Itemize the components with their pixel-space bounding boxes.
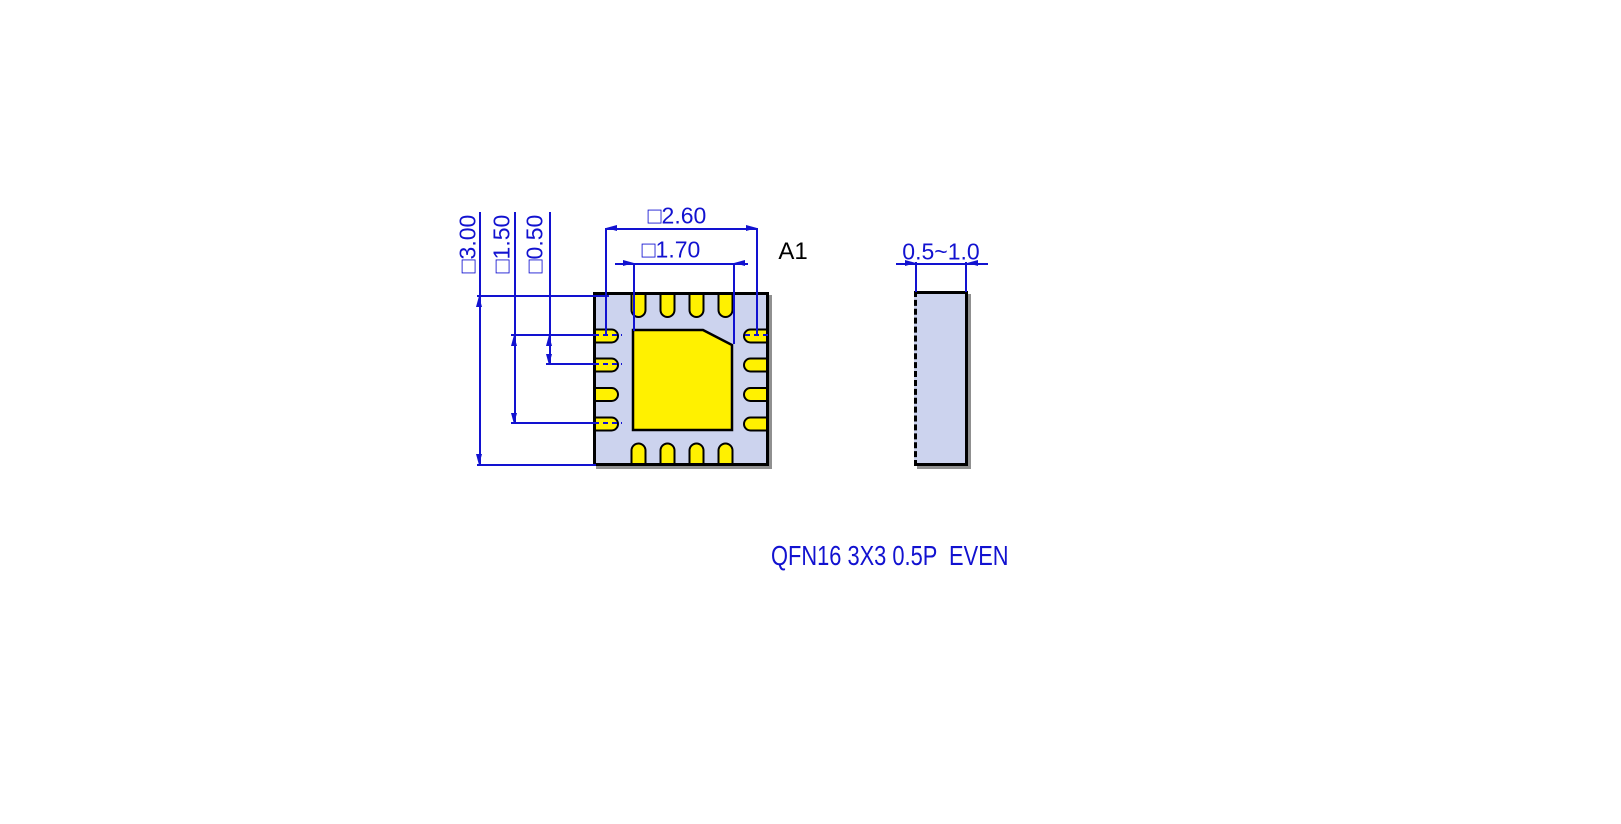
pad-left-4 bbox=[596, 416, 619, 432]
perimeter-pads bbox=[596, 295, 766, 463]
ext-line-thickness-right bbox=[965, 262, 967, 292]
ext-line-2-60-left bbox=[605, 228, 607, 336]
pad-top-1 bbox=[630, 295, 647, 318]
arrow-0-50-bottom bbox=[546, 354, 552, 365]
pad-bottom-1 bbox=[630, 442, 647, 463]
leader-pad-row4 bbox=[511, 422, 594, 424]
arrow-2-60-left bbox=[606, 225, 617, 231]
arrow-1-70-right bbox=[734, 260, 745, 266]
exposed-pad bbox=[631, 328, 734, 432]
dim-label-pad-pitch: □0.50 bbox=[521, 214, 548, 274]
pin1-label: A1 bbox=[778, 238, 808, 265]
dim-label-body-size: □3.00 bbox=[454, 214, 481, 274]
leader-body-top bbox=[477, 295, 609, 297]
pad-centerline-left-4 bbox=[594, 422, 622, 424]
pad-top-4 bbox=[717, 295, 734, 318]
pad-top-3 bbox=[688, 295, 705, 318]
arrow-1-50-bottom bbox=[511, 413, 517, 424]
arrow-1-70-left bbox=[623, 260, 634, 266]
pad-centerline-left-2 bbox=[594, 363, 622, 365]
arrow-thickness-right bbox=[967, 260, 978, 266]
drawing-footer-label: QFN16 3X3 0.5P EVEN bbox=[771, 540, 1009, 571]
pad-right-4 bbox=[743, 416, 766, 432]
dim-line-0-50 bbox=[549, 212, 551, 365]
dim-label-thickness: 0.5~1.0 bbox=[902, 238, 980, 265]
leader-pad-row1 bbox=[511, 334, 594, 336]
pad-left-3 bbox=[596, 387, 619, 402]
pad-right-3 bbox=[743, 387, 766, 402]
pad-bottom-2 bbox=[659, 442, 676, 463]
dim-line-3-00 bbox=[479, 212, 481, 466]
dim-line-1-70 bbox=[615, 263, 748, 265]
ext-line-1-70-right bbox=[733, 263, 735, 344]
dim-label-pad-row-span: □1.50 bbox=[488, 214, 515, 274]
pad-right-2 bbox=[743, 357, 766, 373]
arrow-0-50-top bbox=[546, 335, 552, 346]
pad-left-1 bbox=[596, 328, 619, 344]
pad-bottom-3 bbox=[688, 442, 705, 463]
arrow-thickness-left bbox=[905, 260, 916, 266]
leader-body-bottom bbox=[477, 464, 596, 466]
leader-pad-row2 bbox=[546, 363, 594, 365]
arrow-3-00-top bbox=[476, 296, 482, 307]
arrow-3-00-bottom bbox=[476, 454, 482, 465]
dim-line-thickness bbox=[896, 263, 988, 265]
ext-line-2-60-right bbox=[756, 228, 758, 336]
arrow-2-60-right bbox=[746, 225, 757, 231]
pad-centerline-left-1 bbox=[594, 334, 622, 336]
arrow-1-50-top bbox=[511, 335, 517, 346]
pad-centerline-right-1 bbox=[745, 334, 771, 336]
dim-line-2-60 bbox=[606, 228, 757, 230]
ext-line-1-70-left bbox=[633, 263, 635, 331]
ext-line-thickness-left bbox=[915, 262, 917, 292]
pad-right-1 bbox=[743, 328, 766, 344]
pad-top-2 bbox=[659, 295, 676, 318]
dim-line-1-50 bbox=[514, 212, 516, 424]
qfn-top-view bbox=[593, 292, 769, 466]
dim-label-pad-outer-span: □2.60 bbox=[647, 202, 707, 229]
dim-label-exposed-pad: □1.70 bbox=[641, 236, 701, 263]
pad-bottom-4 bbox=[717, 442, 734, 463]
pad-left-2 bbox=[596, 357, 619, 373]
qfn-side-view bbox=[914, 291, 968, 466]
